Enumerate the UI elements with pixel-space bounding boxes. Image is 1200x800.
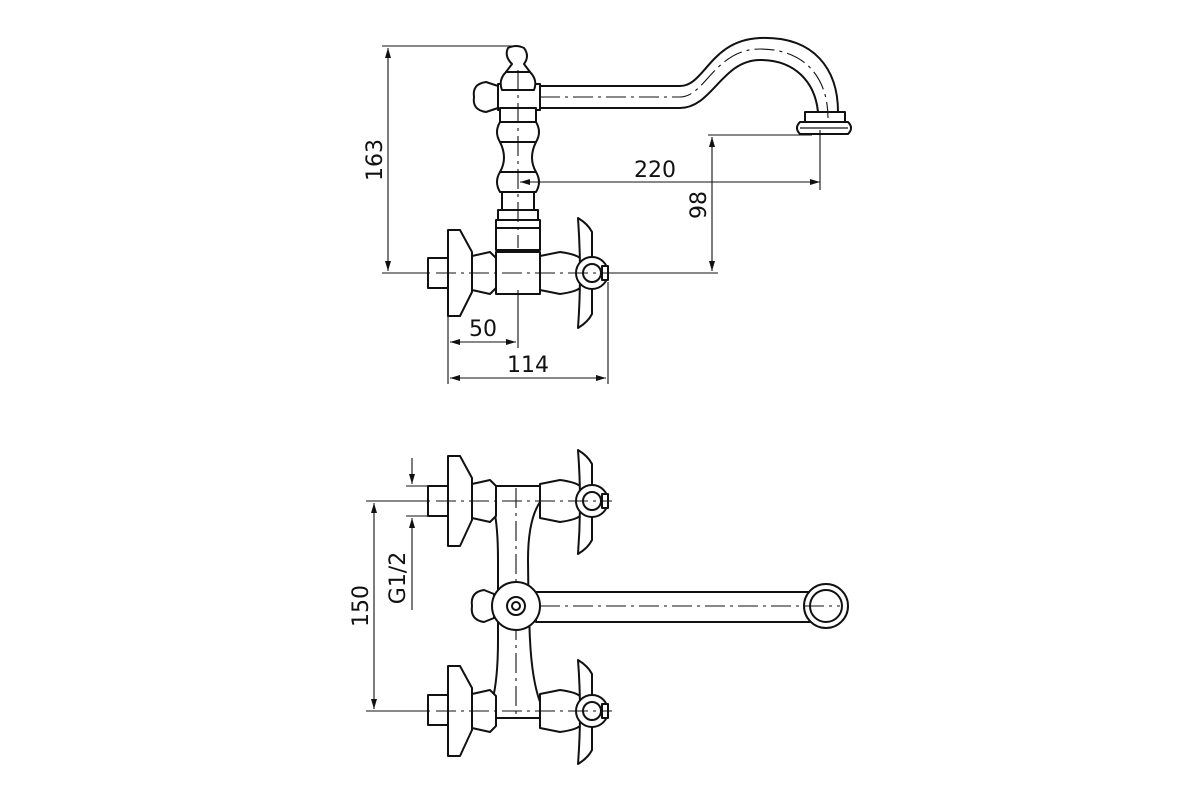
side-view: 163 220 98 50 114 [363, 36, 852, 384]
dim-label-150: 150 [349, 585, 374, 627]
dim-label-98: 98 [687, 191, 712, 219]
dim-spacing-150: 150 [349, 500, 430, 712]
side-spout-knob [472, 81, 541, 113]
front-spout-mount [470, 581, 541, 631]
dim-thread-g12: G1/2 [386, 458, 430, 610]
dim-label-114: 114 [507, 353, 549, 378]
front-view: 150 G1/2 [349, 449, 849, 765]
dim-label-220: 220 [634, 158, 676, 183]
front-spout [535, 583, 849, 629]
front-upper-inlet [427, 449, 612, 555]
dim-depth-114: 114 [450, 282, 609, 384]
dim-label-g12: G1/2 [386, 552, 411, 604]
side-vertical-column [495, 45, 541, 251]
dim-label-163: 163 [363, 139, 388, 181]
dim-label-50: 50 [469, 317, 497, 342]
dim-height-163: 163 [363, 45, 518, 274]
dim-reach-220: 220 [520, 130, 821, 190]
side-spout [537, 36, 852, 135]
dim-height-98: 98 [608, 134, 812, 274]
dim-offset-50: 50 [447, 290, 519, 384]
front-lower-inlet [427, 659, 612, 765]
